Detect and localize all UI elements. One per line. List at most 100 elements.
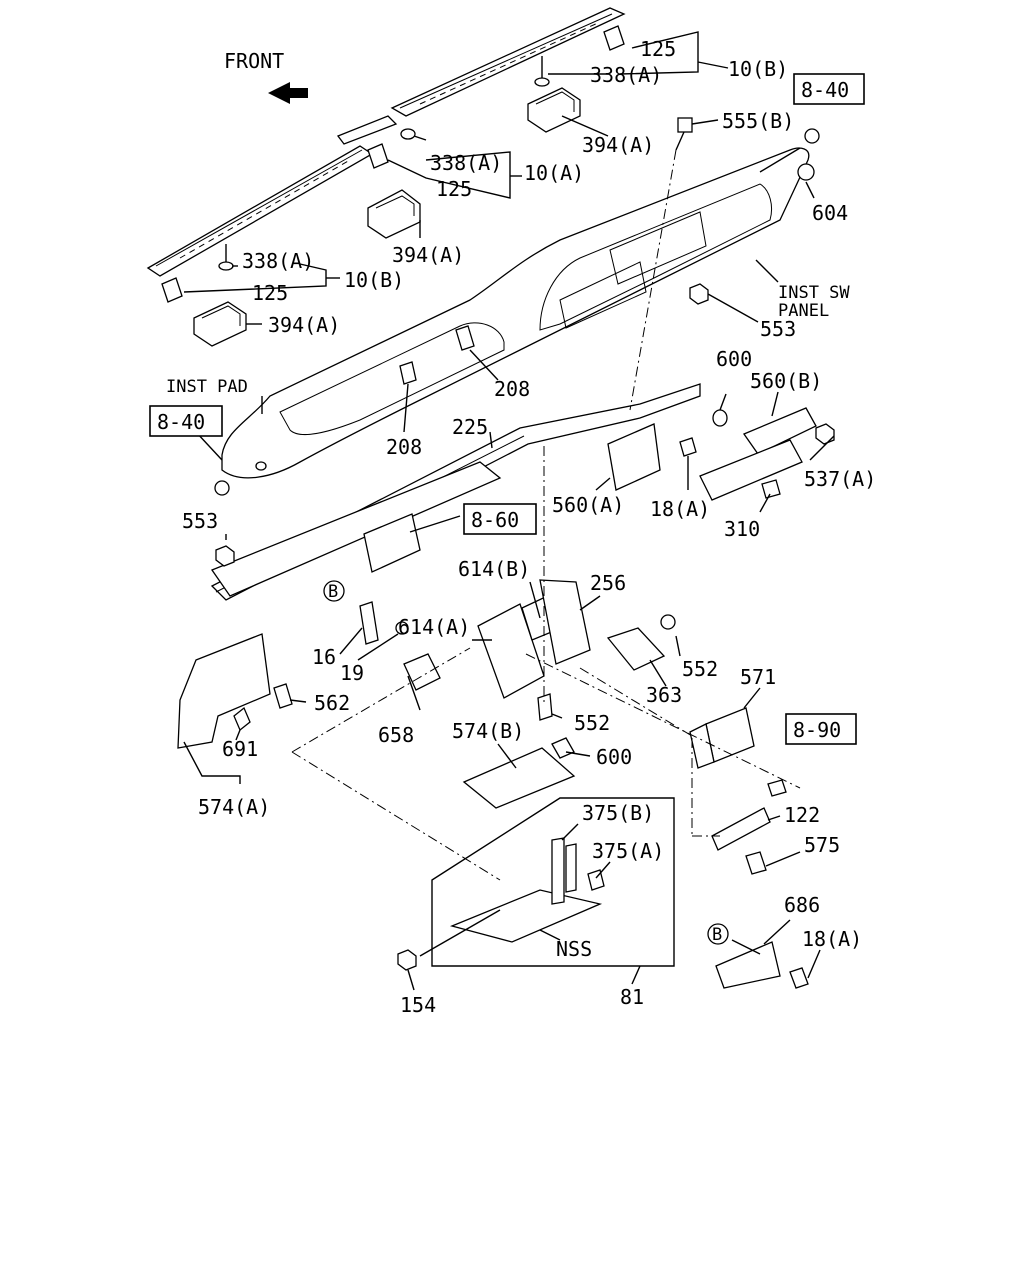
screw-575	[745, 851, 767, 875]
label-375b: 375(B)	[582, 801, 654, 825]
nut-154	[397, 949, 417, 971]
label-553: 553	[182, 509, 218, 533]
label-81: 81	[620, 985, 644, 1009]
clip-208-right	[455, 325, 475, 351]
washer-600-right	[712, 409, 728, 427]
screw-8-90	[767, 779, 787, 797]
stay-256	[539, 579, 591, 665]
ref-box-8-40-left	[149, 405, 223, 437]
label-562: 562	[314, 691, 350, 715]
label-310: 310	[724, 517, 760, 541]
label-574a: 574(A)	[198, 795, 270, 819]
label-338a: 338(A)	[430, 151, 502, 175]
brace-560a	[607, 423, 661, 491]
label-125: 125	[436, 177, 472, 201]
tube-658	[403, 653, 441, 691]
washer-8-40-left	[214, 480, 230, 496]
label-604: 604	[812, 201, 848, 225]
marker-b-icon	[707, 923, 729, 945]
bracket-394a-top	[527, 87, 581, 133]
label-338a: 338(A)	[590, 63, 662, 87]
label-10a: 10(A)	[524, 161, 584, 185]
bracket-686	[715, 941, 809, 989]
pocket-571	[689, 707, 755, 769]
marker-b-label: B	[712, 925, 722, 945]
label-555b: 555(B)	[722, 109, 794, 133]
label-614a: 614(A)	[398, 615, 470, 639]
label-552: 552	[574, 711, 610, 735]
bracket-363	[606, 614, 676, 671]
label-394a: 394(A)	[582, 133, 654, 157]
label-614b: 614(B)	[458, 557, 530, 581]
grommet-604	[797, 128, 820, 181]
marker-b-icon	[323, 580, 345, 602]
label-16: 16	[312, 645, 336, 669]
label-256: 256	[590, 571, 626, 595]
ref-8-60: 8-60	[471, 508, 519, 532]
label-225: 225	[452, 415, 488, 439]
clip-125-low	[161, 277, 183, 303]
ref-box-8-60	[463, 503, 537, 535]
screw-338a-top	[534, 56, 550, 87]
label-394a: 394(A)	[268, 313, 340, 337]
label-553: 553	[760, 317, 796, 341]
ref-8-40-left: 8-40	[157, 410, 205, 434]
label-338a: 338(A)	[242, 249, 314, 273]
rail-10b-top	[390, 7, 626, 117]
label-600: 600	[716, 347, 752, 371]
label-691: 691	[222, 737, 258, 761]
label-537a: 537(A)	[804, 467, 876, 491]
label-10b: 10(B)	[344, 268, 404, 292]
nut-553-left	[215, 545, 235, 567]
label-600: 600	[596, 745, 632, 769]
front-arrow-icon	[268, 82, 308, 104]
clip-125-mid	[367, 143, 389, 169]
screw-338a-low	[218, 244, 234, 271]
label-363: 363	[646, 683, 682, 707]
bolt-555b	[629, 117, 693, 411]
label-inst-sw: INST SW	[778, 283, 850, 303]
bracket-574a	[177, 633, 271, 749]
label-686: 686	[784, 893, 820, 917]
clip-691	[233, 706, 251, 732]
ref-8-90: 8-90	[793, 718, 841, 742]
leader-lines	[183, 31, 835, 991]
label-18a: 18(A)	[802, 927, 862, 951]
label-125: 125	[640, 37, 676, 61]
ref-8-40-top: 8-40	[801, 78, 849, 102]
label-panel: PANEL	[778, 301, 829, 321]
screw-338a-mid	[400, 128, 427, 141]
bracket-560b	[699, 407, 817, 501]
clip-208-left	[399, 361, 417, 385]
label-571: 571	[740, 665, 776, 689]
bracket-574b	[462, 737, 576, 809]
label-560b: 560(B)	[750, 369, 822, 393]
label-394a: 394(A)	[392, 243, 464, 267]
label-375a: 375(A)	[592, 839, 664, 863]
label-10b: 10(B)	[728, 57, 788, 81]
label-208: 208	[386, 435, 422, 459]
label-nss: NSS	[556, 937, 592, 961]
label-208: 208	[494, 377, 530, 401]
nut-553-right	[689, 283, 709, 305]
label-574b: 574(B)	[452, 719, 524, 743]
bracket-394a-mid	[367, 189, 421, 239]
label-154: 154	[400, 993, 436, 1017]
marker-b-label: B	[328, 582, 338, 602]
bolt-562	[273, 683, 293, 709]
label-560a: 560(A)	[552, 493, 624, 517]
label-552: 552	[682, 657, 718, 681]
nss-box-81	[431, 797, 675, 967]
label-125: 125	[252, 281, 288, 305]
label-18a: 18(A)	[650, 497, 710, 521]
bezel-122	[711, 807, 771, 851]
clip-125-top	[603, 25, 625, 51]
label-575: 575	[804, 833, 840, 857]
reinforcement-225	[211, 461, 502, 597]
rail-10a	[336, 115, 398, 145]
ref-box-8-90	[785, 713, 857, 745]
label-658: 658	[378, 723, 414, 747]
bolt-310	[761, 479, 781, 499]
nut-537a	[815, 423, 835, 445]
